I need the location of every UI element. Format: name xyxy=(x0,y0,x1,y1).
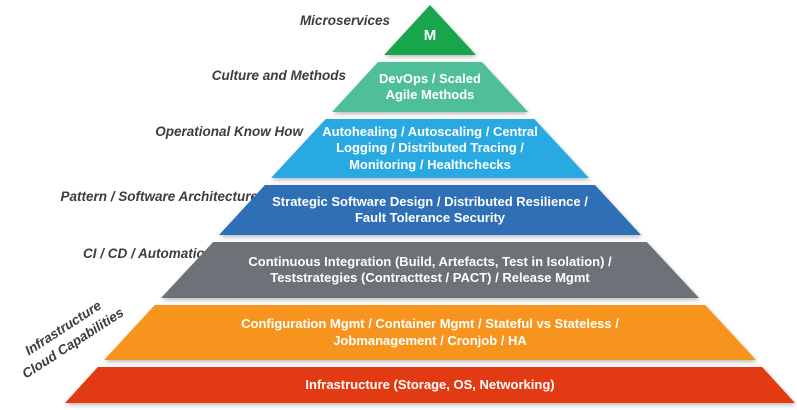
pyramid-layer-microservices-shape: M xyxy=(384,5,476,55)
pyramid-layer-infrastructure-cloud-capabilities: Configuration Mgmt / Container Mgmt / St… xyxy=(104,305,756,360)
pyramid-layer-ci-cd-automation-text: Continuous Integration (Build, Artefacts… xyxy=(248,253,612,285)
pyramid-layer-culture-and-methods: DevOps / Scaled Agile Methods xyxy=(332,62,528,112)
pyramid-layer-ci-cd-automation-shape: Continuous Integration (Build, Artefacts… xyxy=(161,242,699,298)
side-label-microservices: Microservices xyxy=(299,13,390,28)
pyramid-layer-infrastructure: Infrastructure (Storage, OS, Networking) xyxy=(65,367,795,403)
pyramid-layer-operational-know-how: Autohealing / Autoscaling / Central Logg… xyxy=(271,119,589,178)
pyramid-layer-culture-and-methods-shape: DevOps / Scaled Agile Methods xyxy=(332,62,528,112)
side-label-ci-cd-automation: CI / CD / Automation xyxy=(83,246,213,261)
pyramid-layer-operational-know-how-text: Autohealing / Autoscaling / Central Logg… xyxy=(322,124,538,172)
side-label-operational-know-how: Operational Know How xyxy=(155,124,303,139)
pyramid-layer-microservices: M xyxy=(384,5,476,55)
pyramid-layer-operational-know-how-shape: Autohealing / Autoscaling / Central Logg… xyxy=(271,119,589,178)
pyramid-layer-pattern-software-architecture-shape: Strategic Software Design / Distributed … xyxy=(219,185,641,235)
pyramid-layer-pattern-software-architecture: Strategic Software Design / Distributed … xyxy=(219,185,641,235)
side-label-culture-and-methods: Culture and Methods xyxy=(211,68,346,83)
pyramid-layer-infrastructure-text: Infrastructure (Storage, OS, Networking) xyxy=(305,376,555,392)
pyramid-layer-pattern-software-architecture-text: Strategic Software Design / Distributed … xyxy=(272,193,588,225)
pyramid-layer-microservices-text: M xyxy=(423,26,437,44)
pyramid-layer-culture-and-methods-text: DevOps / Scaled Agile Methods xyxy=(379,70,481,102)
pyramid-layer-infrastructure-shape: Infrastructure (Storage, OS, Networking) xyxy=(65,367,795,403)
pyramid-layer-ci-cd-automation: Continuous Integration (Build, Artefacts… xyxy=(161,242,699,298)
side-label-pattern-software-architecture: Pattern / Software Architecture xyxy=(60,189,258,204)
pyramid-layer-infrastructure-cloud-capabilities-text: Configuration Mgmt / Container Mgmt / St… xyxy=(241,316,619,348)
pyramid-layer-infrastructure-cloud-capabilities-shape: Configuration Mgmt / Container Mgmt / St… xyxy=(104,305,756,360)
